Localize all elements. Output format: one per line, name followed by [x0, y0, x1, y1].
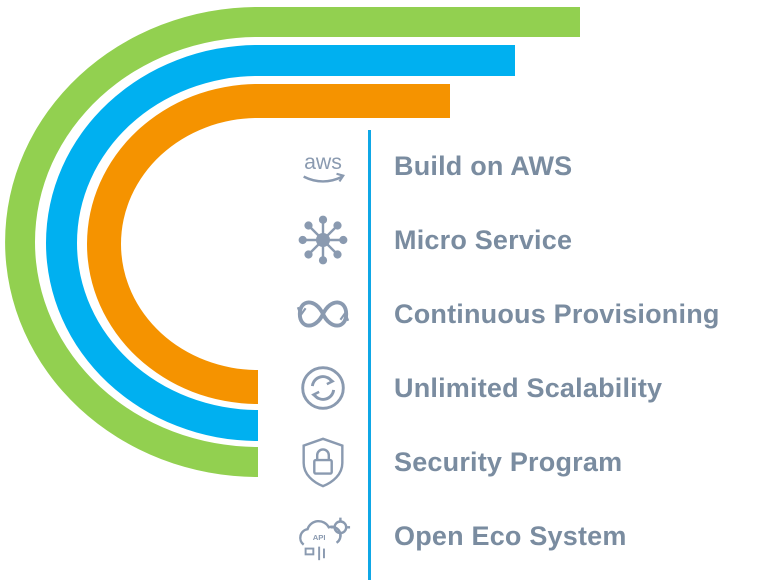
feature-label: Open Eco System [394, 520, 627, 551]
feature-row-open-eco-system: API Open Eco System [290, 506, 760, 566]
feature-row-security-program: Security Program [290, 432, 760, 492]
shield-lock-icon [290, 432, 356, 492]
feature-row-micro-service: Micro Service [290, 210, 760, 270]
api-cloud-gear-icon: API [290, 506, 356, 566]
feature-row-continuous-provisioning: Continuous Provisioning [290, 284, 760, 344]
infinity-loop-icon [290, 284, 356, 344]
feature-label: Micro Service [394, 224, 573, 255]
network-node-icon [290, 210, 356, 270]
inner-band [87, 84, 450, 404]
feature-row-build-on-aws: aws Build on AWS [290, 136, 760, 196]
aws-logo-icon: aws [290, 136, 356, 196]
aws-logo-text: aws [304, 150, 342, 174]
feature-label: Unlimited Scalability [394, 372, 663, 403]
feature-label: Security Program [394, 446, 623, 477]
api-badge-text: API [313, 533, 326, 542]
feature-row-unlimited-scalability: Unlimited Scalability [290, 358, 760, 418]
refresh-circle-icon [290, 358, 356, 418]
feature-label: Build on AWS [394, 150, 573, 181]
feature-label: Continuous Provisioning [394, 298, 720, 329]
vertical-divider [368, 130, 371, 580]
